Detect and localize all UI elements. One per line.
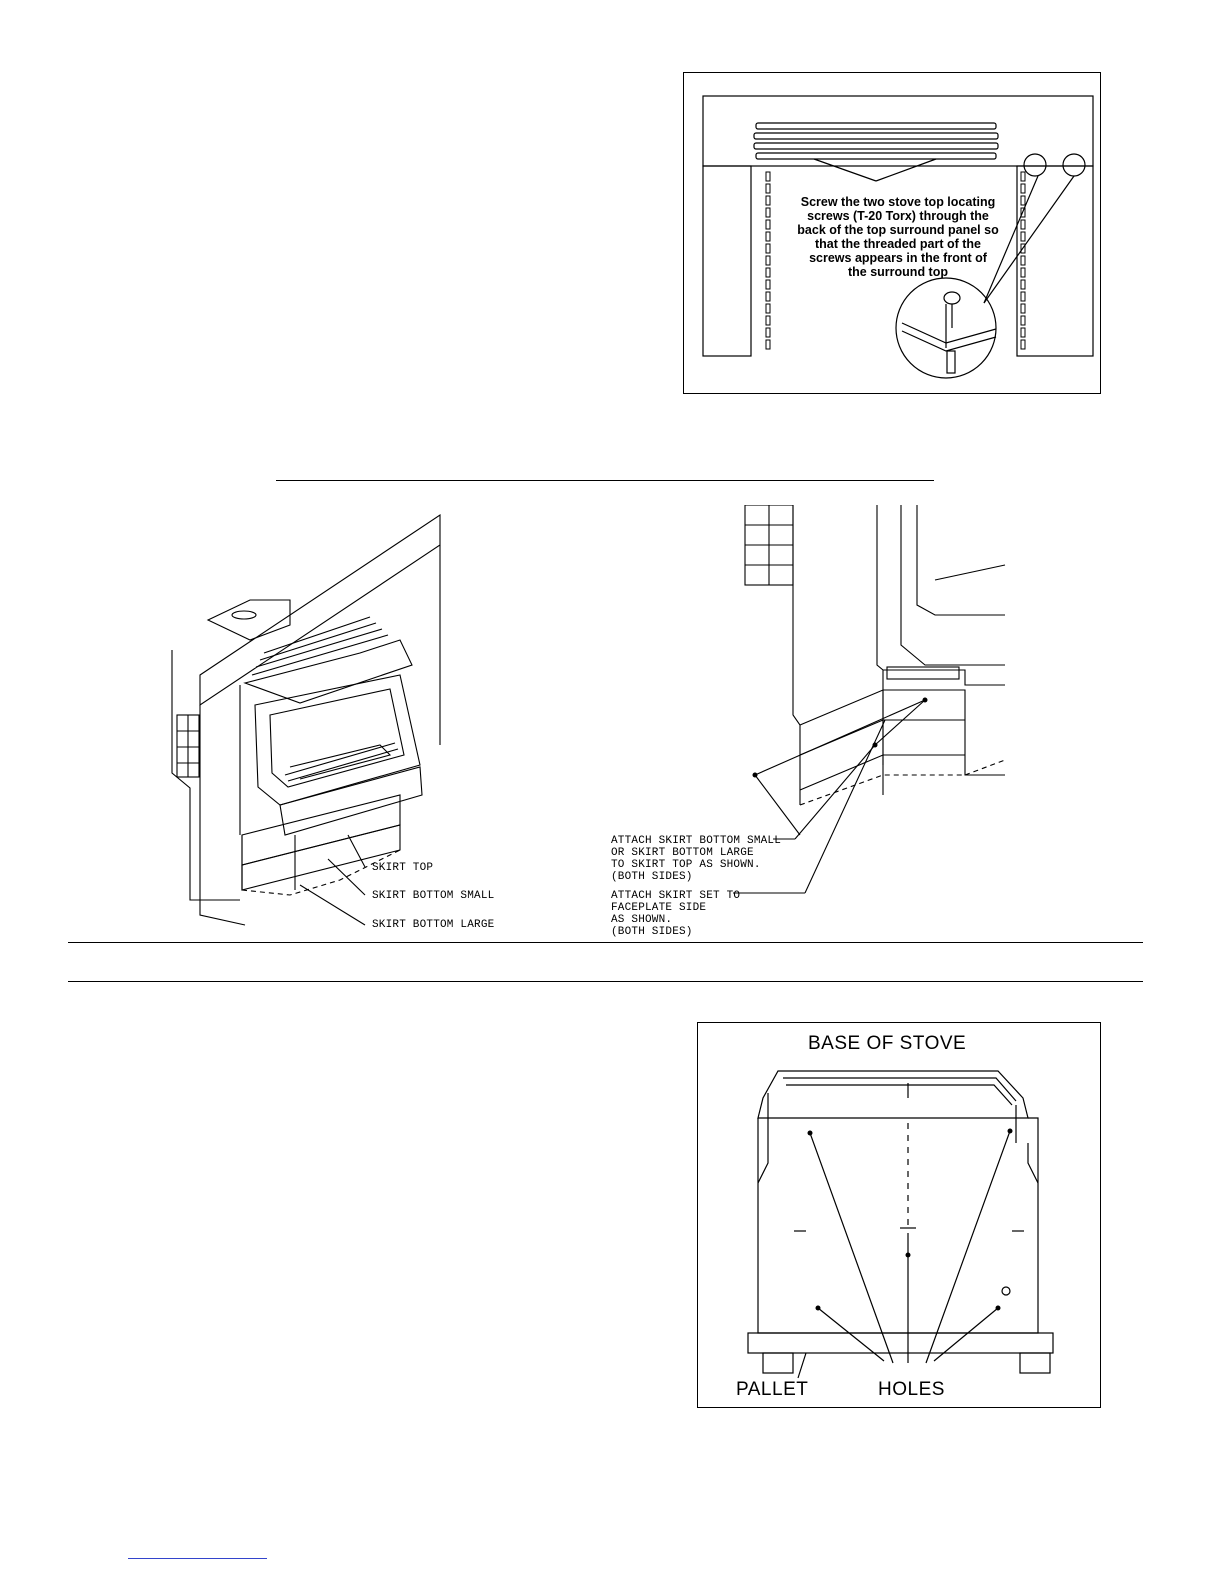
panel-slot <box>765 183 771 194</box>
panel-slot <box>1020 171 1026 182</box>
figure-stove-skirt-assembly: SKIRT TOP SKIRT BOTTOM SMALL SKIRT BOTTO… <box>160 505 500 935</box>
panel-slot <box>1020 219 1026 230</box>
label-base-of-stove: BASE OF STOVE <box>808 1033 967 1054</box>
panel-slot <box>765 327 771 338</box>
panel-slot <box>765 195 771 206</box>
stove-isometric-drawing <box>171 513 441 926</box>
panel-slot <box>765 171 771 182</box>
panel-slot <box>1020 339 1026 350</box>
footer-link-underline[interactable] <box>128 1558 267 1559</box>
panel-slot <box>765 279 771 290</box>
note-attach-skirt-bottom: ATTACH SKIRT BOTTOM SMALL OR SKIRT BOTTO… <box>611 835 782 883</box>
panel-slot <box>1020 231 1026 242</box>
surround-panel-drawing <box>702 95 1094 379</box>
panel-slot <box>1020 315 1026 326</box>
panel-slot <box>765 243 771 254</box>
panel-slot <box>765 291 771 302</box>
label-skirt-bottom-small: SKIRT BOTTOM SMALL <box>372 890 495 902</box>
panel-slot <box>1020 195 1026 206</box>
panel-slot <box>765 255 771 266</box>
label-pallet: PALLET <box>736 1379 809 1400</box>
screw-instruction-note: Screw the two stove top locating screws … <box>797 195 999 279</box>
section-divider-short <box>276 480 934 481</box>
panel-slot <box>1020 183 1026 194</box>
panel-slot <box>1020 255 1026 266</box>
figure-skirt-attachment-detail: ATTACH SKIRT BOTTOM SMALL OR SKIRT BOTTO… <box>605 505 1010 938</box>
section-divider-2 <box>68 981 1143 982</box>
label-holes: HOLES <box>878 1379 945 1400</box>
panel-slot <box>1020 303 1026 314</box>
panel-slot <box>1020 291 1026 302</box>
section-divider-1 <box>68 942 1143 943</box>
panel-slot <box>1020 207 1026 218</box>
panel-slot <box>765 207 771 218</box>
panel-slot <box>1020 267 1026 278</box>
panel-slot <box>765 315 771 326</box>
note-attach-skirt-set: ATTACH SKIRT SET TO FACEPLATE SIDE AS SH… <box>611 890 741 938</box>
panel-slot <box>1020 279 1026 290</box>
panel-slot <box>765 267 771 278</box>
skirt-attachment-drawing <box>733 505 1006 894</box>
panel-slot <box>1020 327 1026 338</box>
panel-slot <box>1020 243 1026 254</box>
stove-base-drawing <box>747 1070 1054 1379</box>
panel-slot <box>765 219 771 230</box>
label-skirt-top: SKIRT TOP <box>372 862 434 874</box>
figure-top-locating-screws: Screw the two stove top locating screws … <box>683 72 1101 394</box>
panel-slot <box>765 303 771 314</box>
figure-base-of-stove: BASE OF STOVE PALLET HOLES <box>697 1022 1101 1408</box>
panel-slot <box>765 231 771 242</box>
panel-slot <box>765 339 771 350</box>
label-skirt-bottom-large: SKIRT BOTTOM LARGE <box>372 919 495 931</box>
